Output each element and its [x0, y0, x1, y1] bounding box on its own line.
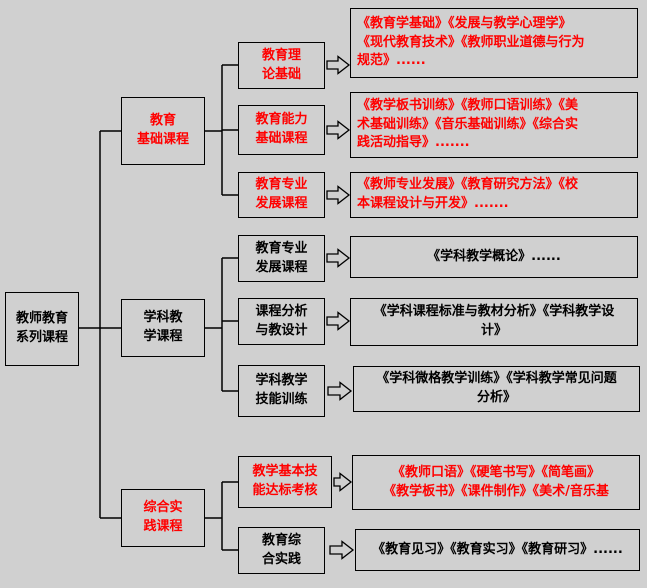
branch-comprehensive-practice: 综合实 践课程: [121, 489, 205, 547]
detail-practice-courses: 《教育见习》《教育实习》《教育研习》......: [355, 529, 640, 571]
branch3-connector-line: [205, 481, 238, 551]
subnode-education-ability: 教育能力 基础课程: [238, 105, 325, 155]
detail-teaching-skill-courses: 《学科微格教学训练》《学科教学常见问题 分析》: [353, 366, 640, 412]
flow-arrow-icon: [326, 185, 351, 205]
detail-education-theory-courses: 《教育学基础》《发展与教学心理学》 《现代教育技术》《教师职业道德与行为 规范》…: [350, 8, 638, 78]
detail-education-ability-courses: 《教学板书训练》《教师口语训练》《美 术基础训练》《音乐基础训练》《综合实 践活…: [350, 92, 638, 158]
subnode-teaching-skill-training: 学科教学 技能训练: [238, 365, 325, 417]
subnode-professional-development: 教育专业 发展课程: [238, 172, 325, 218]
root-connector-line: [79, 130, 121, 519]
flow-arrow-icon: [326, 120, 351, 140]
branch2-connector-line: [205, 257, 238, 392]
branch1-connector-line: [205, 64, 238, 196]
subnode-curriculum-analysis: 课程分析 与教设计: [238, 298, 325, 345]
subnode-comprehensive-practice: 教育综 合实践: [238, 527, 325, 574]
flow-arrow-icon: [329, 540, 355, 560]
branch-subject-teaching: 学科教 学课程: [121, 299, 205, 357]
detail-professional-development-courses: 《教师专业发展》《教育研究方法》《校 本课程设计与开发》.......: [350, 172, 638, 218]
subnode-subject-development: 教育专业 发展课程: [238, 235, 325, 282]
subnode-basic-skill-assessment: 教学基本技 能达标考核: [238, 456, 332, 508]
flow-arrow-icon: [327, 381, 353, 401]
flow-arrow-icon: [326, 311, 351, 331]
flow-arrow-icon: [333, 472, 353, 492]
subnode-education-theory: 教育理 论基础: [238, 42, 325, 89]
flow-arrow-icon: [326, 248, 351, 268]
detail-basic-skill-courses: 《教师口语》《硬笔书写》《简笔画》 《教学板书》《课件制作》《美术/音乐基: [352, 455, 640, 510]
branch-education-foundation: 教育 基础课程: [121, 97, 205, 165]
detail-subject-overview-courses: 《学科教学概论》......: [350, 236, 638, 278]
root-node: 教师教育 系列课程: [5, 292, 79, 366]
detail-curriculum-analysis-courses: 《学科课程标准与教材分析》《学科教学设 计》: [350, 298, 638, 346]
flow-arrow-icon: [326, 55, 351, 75]
